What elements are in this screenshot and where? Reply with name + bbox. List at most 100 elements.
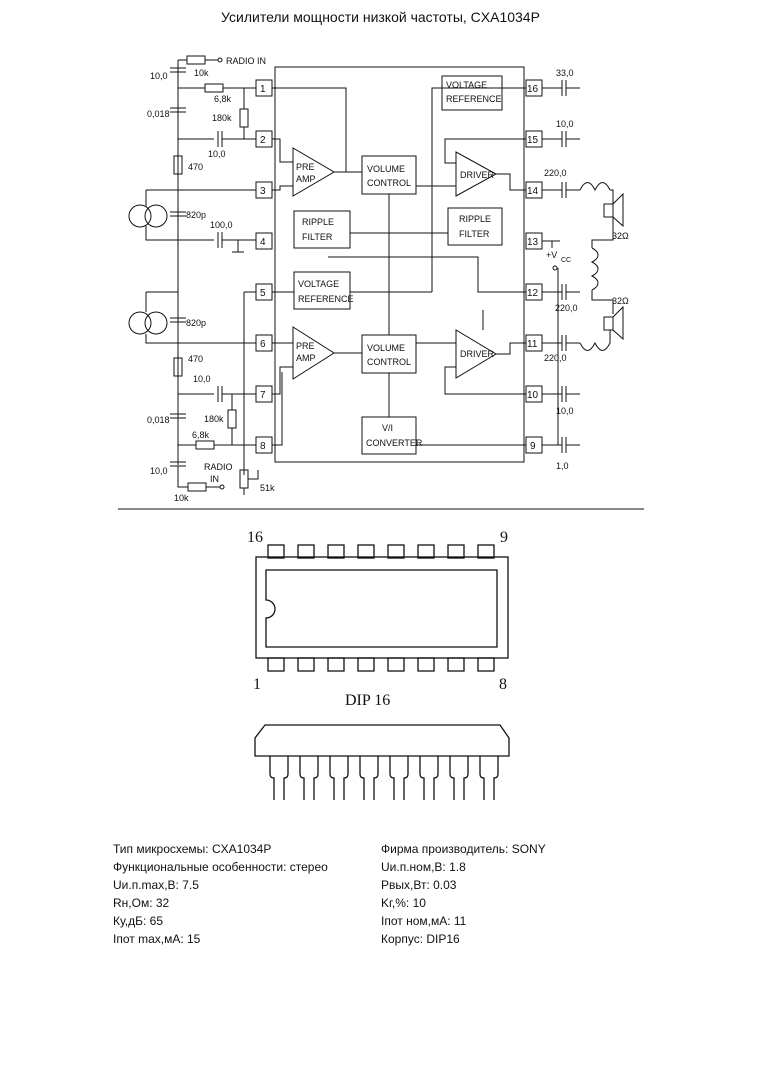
spec-load: Rн,Ом: 32 bbox=[113, 896, 170, 910]
svg-text:220,0: 220,0 bbox=[544, 353, 567, 363]
svg-text:51k: 51k bbox=[260, 483, 275, 493]
svg-text:220,0: 220,0 bbox=[555, 303, 578, 313]
svg-text:+V: +V bbox=[546, 250, 557, 260]
svg-text:11: 11 bbox=[527, 339, 538, 350]
svg-text:AMP: AMP bbox=[296, 174, 316, 184]
spec-gain: Ку,дБ: 65 bbox=[113, 914, 164, 928]
package-outline bbox=[255, 556, 509, 659]
svg-text:6,8k: 6,8k bbox=[214, 94, 232, 104]
left-pins: 1 2 3 4 5 6 7 8 bbox=[255, 79, 273, 454]
svg-text:15: 15 bbox=[527, 135, 539, 146]
svg-text:12: 12 bbox=[527, 288, 539, 299]
svg-text:VOLTAGE: VOLTAGE bbox=[298, 279, 339, 289]
bottom-pins bbox=[267, 657, 495, 672]
svg-text:10k: 10k bbox=[174, 493, 189, 503]
svg-text:820p: 820p bbox=[186, 318, 206, 328]
svg-text:180k: 180k bbox=[212, 113, 232, 123]
svg-text:VOLTAGE: VOLTAGE bbox=[446, 80, 487, 90]
voltage-reference-bottom: VOLTAGE REFERENCE bbox=[293, 271, 354, 310]
svg-text:32Ω: 32Ω bbox=[612, 296, 629, 306]
svg-text:1: 1 bbox=[260, 84, 266, 95]
svg-text:VOLUME: VOLUME bbox=[367, 343, 405, 353]
svg-text:DRIVER: DRIVER bbox=[460, 349, 495, 359]
svg-text:REFERENCE: REFERENCE bbox=[446, 94, 502, 104]
pin1-label: 1 bbox=[253, 676, 261, 693]
svg-text:0,018: 0,018 bbox=[147, 415, 170, 425]
package-side-body bbox=[254, 724, 510, 757]
svg-text:16: 16 bbox=[527, 84, 539, 95]
svg-text:10,0: 10,0 bbox=[150, 71, 168, 81]
pin9-label: 9 bbox=[500, 529, 508, 546]
svg-text:AMP: AMP bbox=[296, 353, 316, 363]
vi-converter: V/I CONVERTER bbox=[361, 416, 423, 455]
svg-text:10,0: 10,0 bbox=[208, 149, 226, 159]
svg-text:13: 13 bbox=[527, 237, 539, 248]
svg-text:RIPPLE: RIPPLE bbox=[459, 214, 491, 224]
svg-text:0,018: 0,018 bbox=[147, 109, 170, 119]
svg-text:8: 8 bbox=[260, 441, 266, 452]
ripple-filter-left: RIPPLE FILTER bbox=[293, 210, 351, 249]
svg-text:7: 7 bbox=[260, 390, 266, 401]
svg-text:6: 6 bbox=[260, 339, 266, 350]
svg-text:5: 5 bbox=[260, 288, 266, 299]
svg-text:180k: 180k bbox=[204, 414, 224, 424]
svg-text:10,0: 10,0 bbox=[150, 466, 168, 476]
right-pins: 9 10 11 12 13 14 15 16 bbox=[525, 79, 543, 454]
svg-text:2: 2 bbox=[260, 135, 266, 146]
svg-text:9: 9 bbox=[530, 441, 536, 452]
svg-text:FILTER: FILTER bbox=[302, 232, 333, 242]
svg-text:33,0: 33,0 bbox=[556, 68, 574, 78]
internal-wiring bbox=[272, 87, 526, 446]
svg-text:RIPPLE: RIPPLE bbox=[302, 217, 334, 227]
spec-vmax: Uи.п.max,В: 7.5 bbox=[113, 878, 199, 892]
page-title: Усилители мощности низкой частоты, CXA10… bbox=[221, 9, 540, 25]
svg-text:4: 4 bbox=[260, 237, 266, 248]
svg-text:REFERENCE: REFERENCE bbox=[298, 294, 354, 304]
spec-imax: Iпот max,мА: 15 bbox=[113, 932, 201, 946]
svg-text:FILTER: FILTER bbox=[459, 229, 490, 239]
spec-package: Корпус: DIP16 bbox=[381, 932, 460, 946]
svg-text:CONTROL: CONTROL bbox=[367, 178, 411, 188]
svg-text:IN: IN bbox=[210, 474, 219, 484]
schematic: 1 2 3 4 5 6 7 8 9 10 11 12 13 14 15 16 V… bbox=[118, 55, 644, 510]
spec-vnom: Uи.п.ном,В: 1.8 bbox=[381, 860, 466, 874]
svg-text:CC: CC bbox=[561, 257, 571, 264]
voltage-reference-top: VOLTAGE REFERENCE bbox=[441, 75, 503, 111]
spec-inom: Iпот ном,мА: 11 bbox=[381, 914, 467, 928]
svg-text:DRIVER: DRIVER bbox=[460, 170, 495, 180]
spec-pout: Pвых,Вт: 0.03 bbox=[381, 878, 457, 892]
ripple-filter-right: RIPPLE FILTER bbox=[447, 207, 503, 246]
pin8-label: 8 bbox=[499, 676, 507, 693]
svg-text:PRE: PRE bbox=[296, 341, 315, 351]
svg-text:V/I: V/I bbox=[382, 423, 393, 433]
spec-manufacturer: Фирма производитель: SONY bbox=[381, 842, 546, 856]
svg-text:3: 3 bbox=[260, 186, 266, 197]
volume-control-bottom: VOLUME CONTROL bbox=[361, 334, 417, 374]
svg-text:470: 470 bbox=[188, 162, 203, 172]
volume-control-top: VOLUME CONTROL bbox=[361, 155, 417, 195]
svg-text:10,0: 10,0 bbox=[556, 406, 574, 416]
svg-text:1,0: 1,0 bbox=[556, 461, 569, 471]
ic-body bbox=[274, 66, 525, 463]
pin16-label: 16 bbox=[247, 529, 263, 546]
svg-text:470: 470 bbox=[188, 354, 203, 364]
driver-bottom: DRIVER bbox=[455, 329, 497, 379]
package-inner bbox=[265, 569, 498, 648]
svg-text:10,0: 10,0 bbox=[556, 119, 574, 129]
svg-text:VOLUME: VOLUME bbox=[367, 164, 405, 174]
svg-text:10k: 10k bbox=[194, 68, 209, 78]
svg-text:10,0: 10,0 bbox=[193, 374, 211, 384]
svg-text:6,8k: 6,8k bbox=[192, 430, 210, 440]
svg-text:14: 14 bbox=[527, 186, 539, 197]
package-name: DIP 16 bbox=[345, 692, 390, 709]
driver-top: DRIVER bbox=[455, 151, 498, 197]
spec-features: Функциональные особенности: стерео bbox=[113, 860, 328, 874]
svg-text:PRE: PRE bbox=[296, 162, 315, 172]
spec-chip-type: Тип микросхемы: CXA1034P bbox=[113, 842, 272, 856]
svg-text:220,0: 220,0 bbox=[544, 168, 567, 178]
svg-text:CONVERTER: CONVERTER bbox=[366, 438, 423, 448]
side-pins bbox=[269, 756, 499, 800]
svg-text:100,0: 100,0 bbox=[210, 220, 233, 230]
svg-text:CONTROL: CONTROL bbox=[367, 357, 411, 367]
svg-text:RADIO IN: RADIO IN bbox=[226, 56, 266, 66]
